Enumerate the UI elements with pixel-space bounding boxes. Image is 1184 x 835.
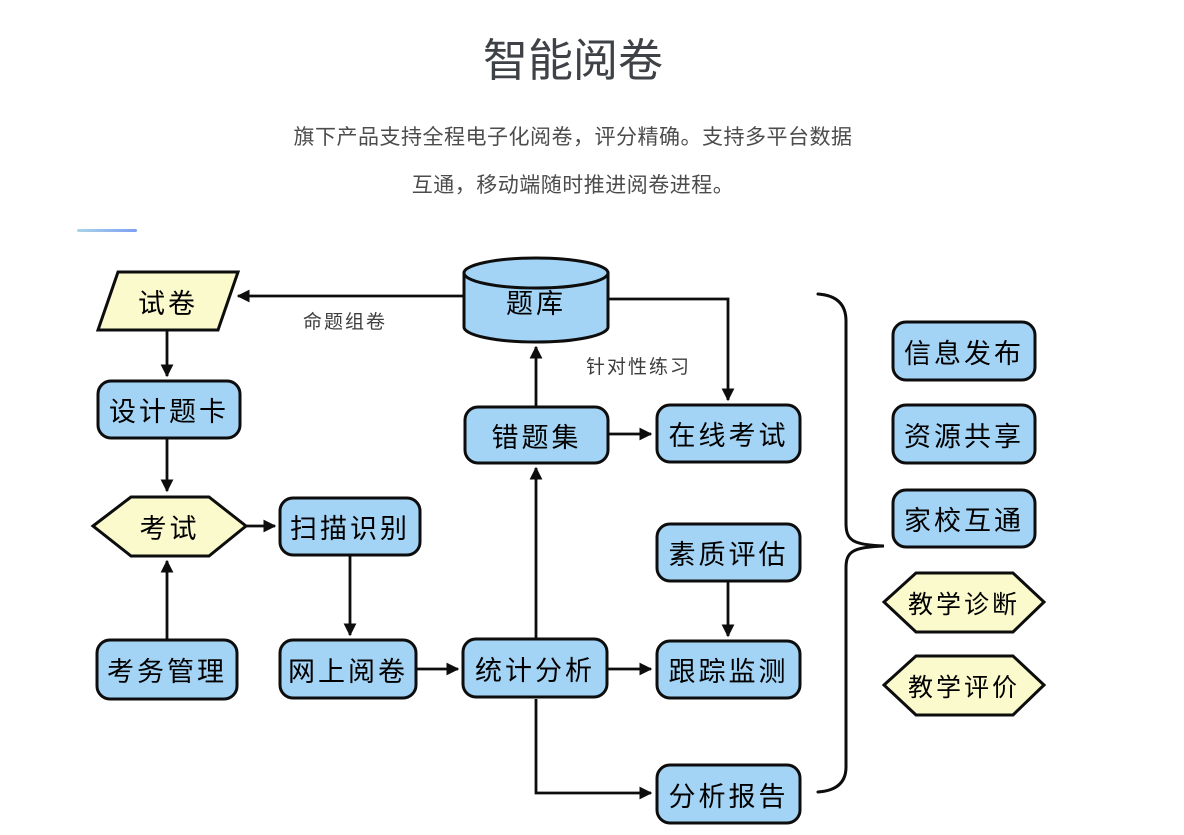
node-shape-genzong-jiance — [655, 639, 802, 700]
node-shape-fenxi-baogao — [655, 763, 802, 825]
node-shape-tongji-fenxi — [461, 637, 609, 699]
node-shape-zaixian-kaoshi — [655, 403, 802, 464]
subtitle-line-2: 互通，移动端随时推进阅卷进程。 — [411, 174, 735, 197]
grouping-brace — [816, 292, 885, 794]
node-shape-suzhi-pinggu — [655, 522, 802, 583]
page-title: 智能阅卷 — [482, 35, 663, 86]
node-shape-saomiao-shibie — [278, 496, 422, 557]
node-shape-tiku-body — [462, 271, 610, 344]
node-shape-xinxi-fabu — [891, 320, 1037, 382]
node-shape-tiku-top — [462, 256, 610, 290]
node-shape-jiaxiao-hutong — [891, 488, 1037, 549]
node-shape-wangshang-yuejuan — [278, 638, 418, 700]
node-shape-sheji-tika — [96, 379, 242, 440]
node-shape-jiaoxue-pingjia — [881, 654, 1047, 717]
edge-tongji-fenxi-to-fenxi-baogao — [534, 699, 653, 800]
node-shape-shijuan — [95, 270, 241, 332]
node-shape-jiaoxue-zhenduan — [881, 571, 1047, 634]
node-shape-ziyuan-gongxiang — [891, 403, 1037, 465]
edge-tiku-to-zaixian-kaoshi — [609, 297, 735, 402]
node-shape-kaowu-guanli — [95, 638, 239, 701]
subtitle-line-1: 旗下产品支持全程电子化阅卷，评分精确。支持多平台数据 — [293, 126, 853, 149]
node-shape-kaoshi — [90, 495, 249, 558]
accent-dash — [77, 229, 137, 232]
node-shape-cuotiji — [463, 405, 610, 465]
